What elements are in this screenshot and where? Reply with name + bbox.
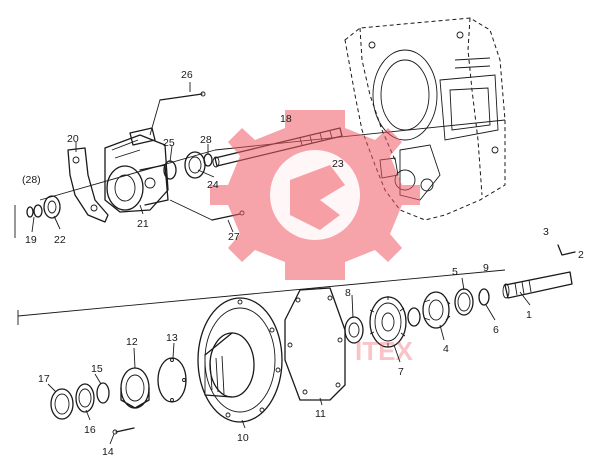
label-5: 5 [452,266,458,278]
label-15: 15 [91,363,103,375]
label-4: 4 [443,343,449,355]
label-24: 24 [207,179,219,191]
pin-26 [149,91,206,136]
label-7: 7 [398,366,404,378]
label-17: 17 [38,373,50,385]
bolt-14 [112,427,135,435]
ring-15 [96,382,110,404]
label-12: 12 [126,336,138,348]
label-3: 3 [543,226,549,238]
watermark-text: ITEX [355,336,413,366]
ring-9 [478,288,490,306]
label-14: 14 [102,446,114,458]
washer-small [407,307,421,327]
gear-4 [422,291,451,329]
label-11: 11 [315,408,326,420]
bearing-22 [43,195,61,219]
label-19: 19 [25,234,37,246]
label-25: 25 [163,137,175,149]
label-18: 18 [280,113,292,125]
label-10: 10 [237,432,249,444]
label-1: 1 [526,309,532,321]
label-22: 22 [54,234,66,246]
leader-lines [31,82,531,445]
pump-assembly-21 [104,127,169,213]
label-16: 16 [84,424,96,436]
label-13: 13 [166,332,178,344]
gasket-13 [157,357,187,403]
label-23: 23 [332,158,344,170]
label-26: 26 [181,69,193,81]
cover-12 [120,367,150,409]
label-27: 27 [228,231,240,243]
reference-line-ends [14,205,19,325]
gear-7 [369,296,407,348]
reference-line-lower [17,269,506,317]
label-9: 9 [483,262,489,274]
label-2: 2 [578,249,584,261]
washer-19 [26,204,43,218]
watermark-logo [210,110,420,280]
gasket-11 [284,287,346,401]
label-28-paren: (28) [22,174,41,186]
ring-5-6 [454,288,474,316]
label-20: 20 [67,133,79,145]
shaft-1 [502,271,573,299]
seal-16 [75,383,95,413]
label-21: 21 [137,218,149,230]
ring-28 [203,153,213,167]
label-6: 6 [493,324,499,336]
bearing-17 [50,388,74,420]
pin-2-3 [557,244,576,256]
label-28: 28 [200,134,212,146]
label-8: 8 [345,287,351,299]
part-labels: 26 20 25 28 18 23 24 (28) 19 22 21 27 3 … [22,69,584,458]
lever-20 [67,147,109,223]
final-drive-housing-10 [197,297,283,423]
